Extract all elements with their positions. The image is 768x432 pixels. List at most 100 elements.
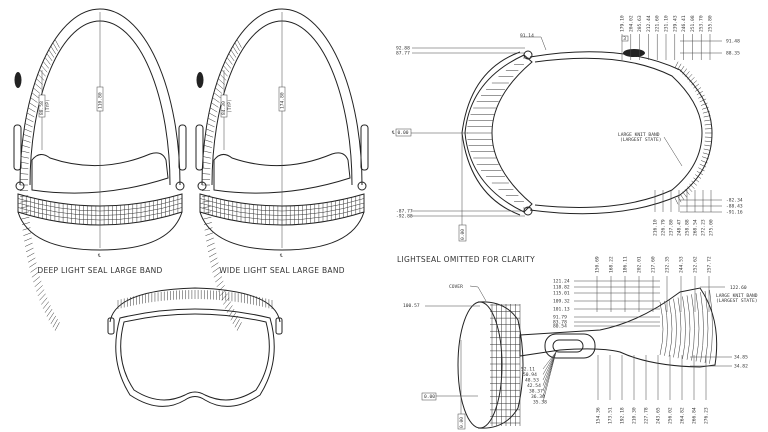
wide-light-seal-view: 84.30(TYP)174.80℄WIDE LIGHT SEAL LARGE B… bbox=[195, 8, 369, 331]
dimension-label: 118.82 bbox=[553, 285, 570, 291]
band-rib bbox=[21, 150, 30, 154]
band-rib bbox=[52, 319, 58, 328]
band-rib bbox=[205, 232, 214, 236]
band-rib bbox=[223, 297, 230, 305]
band-rib bbox=[684, 189, 690, 195]
band-rib bbox=[208, 112, 217, 118]
band-rib bbox=[42, 301, 49, 309]
band-rib bbox=[228, 53, 235, 62]
dimension-label: 248.47 bbox=[677, 219, 683, 236]
band-rib bbox=[216, 83, 224, 90]
leader bbox=[542, 351, 557, 375]
dimension-label: 204.02 bbox=[628, 15, 634, 32]
band-rib bbox=[54, 322, 60, 331]
dimension-label: 232.35 bbox=[665, 256, 671, 273]
band-rib bbox=[704, 119, 712, 122]
dimension-label: 115.01 bbox=[553, 291, 570, 297]
band-rib bbox=[673, 298, 677, 358]
dimension-label: 87.77 bbox=[396, 51, 410, 57]
band-rib bbox=[39, 69, 46, 77]
dimension-label: 101.13 bbox=[553, 307, 570, 313]
dimension-label: 257.72 bbox=[707, 256, 713, 273]
band-rib bbox=[25, 117, 34, 123]
dimension-label: 91.79 bbox=[553, 315, 567, 321]
dimension-label: 221.60 bbox=[655, 15, 661, 32]
dimension-label: 253.70 bbox=[699, 15, 705, 32]
band-rib bbox=[204, 139, 213, 143]
band-rib bbox=[203, 156, 211, 159]
dimension-label: 251.08 bbox=[690, 15, 696, 32]
band-rib bbox=[52, 42, 58, 51]
band-rib bbox=[699, 163, 707, 168]
dimension-label: 92.88 bbox=[396, 46, 410, 52]
band-rib bbox=[34, 280, 42, 287]
strap-right bbox=[275, 317, 283, 335]
dimension-box bbox=[421, 392, 437, 401]
dimension-label: 173.51 bbox=[608, 407, 614, 424]
band-rib bbox=[211, 102, 219, 108]
deep-light-seal-view: 88.58(TYP)110.80℄DEEP LIGHT SEAL LARGE B… bbox=[13, 8, 187, 331]
band-rib bbox=[31, 92, 39, 99]
band-rib bbox=[701, 156, 709, 160]
band-rib bbox=[698, 94, 705, 99]
band-rib bbox=[687, 186, 693, 192]
band-rib bbox=[22, 139, 31, 143]
center-dimension: 174.80 bbox=[280, 92, 286, 109]
dimension-label: -88.43 bbox=[726, 204, 743, 210]
band-rib bbox=[34, 83, 42, 90]
band-rib bbox=[221, 69, 228, 77]
dimension-label: 38.37 bbox=[529, 389, 543, 395]
dimension-label: -91.16 bbox=[726, 210, 743, 216]
light-seal-cushion bbox=[31, 152, 169, 194]
dimension-label: 264.82 bbox=[680, 407, 686, 424]
band-rib bbox=[664, 300, 668, 356]
band-rib bbox=[234, 42, 240, 51]
band-rib bbox=[677, 196, 682, 203]
band-rib bbox=[27, 107, 36, 113]
side-dimension: 84.30 bbox=[221, 101, 227, 115]
band-rib bbox=[691, 180, 697, 186]
dimension-label: 255.80 bbox=[708, 15, 714, 32]
band-rib bbox=[703, 115, 711, 118]
band-label: LARGE KNIT BAND bbox=[716, 293, 758, 299]
band-rib bbox=[54, 39, 60, 48]
band-rib bbox=[39, 293, 46, 301]
band-rib bbox=[24, 128, 32, 133]
band-rib bbox=[695, 87, 702, 92]
band-rib bbox=[30, 97, 38, 103]
visor-glass bbox=[120, 313, 270, 401]
fit-dial-icon bbox=[14, 72, 22, 88]
band-rib bbox=[29, 102, 37, 108]
band-rib bbox=[203, 145, 212, 148]
strap-left bbox=[13, 124, 22, 171]
band-rib bbox=[702, 152, 710, 155]
loop-left bbox=[197, 181, 207, 191]
dimension-label: 100.57 bbox=[403, 303, 420, 309]
cover-label: COVER bbox=[449, 284, 463, 290]
dimension-label: -82.34 bbox=[726, 198, 743, 204]
dimension-label: 91.14 bbox=[520, 33, 534, 39]
band-rib bbox=[209, 257, 218, 263]
dimension-label: 212.44 bbox=[646, 15, 652, 32]
dimension-box bbox=[457, 413, 466, 430]
band-rib bbox=[689, 77, 695, 83]
band-rib bbox=[213, 271, 221, 278]
dimension-box bbox=[38, 94, 46, 118]
band-rib bbox=[659, 301, 664, 356]
band-rib bbox=[221, 293, 228, 301]
band-rib bbox=[48, 49, 55, 58]
callout-box bbox=[621, 35, 629, 42]
band-rib bbox=[37, 289, 45, 297]
band-rib bbox=[24, 123, 33, 128]
band-rib bbox=[33, 276, 41, 283]
dimension-label: -87.77 bbox=[396, 209, 413, 215]
band-rib bbox=[689, 183, 695, 189]
dimension-label: 80.54 bbox=[553, 324, 567, 330]
band-rib bbox=[202, 167, 211, 170]
band-rib bbox=[24, 237, 32, 242]
band-rib bbox=[207, 117, 216, 123]
band-rib bbox=[20, 161, 29, 164]
band-label: (LARGEST STATE) bbox=[716, 298, 758, 304]
view-caption: DEEP LIGHT SEAL LARGE BAND bbox=[37, 266, 162, 275]
